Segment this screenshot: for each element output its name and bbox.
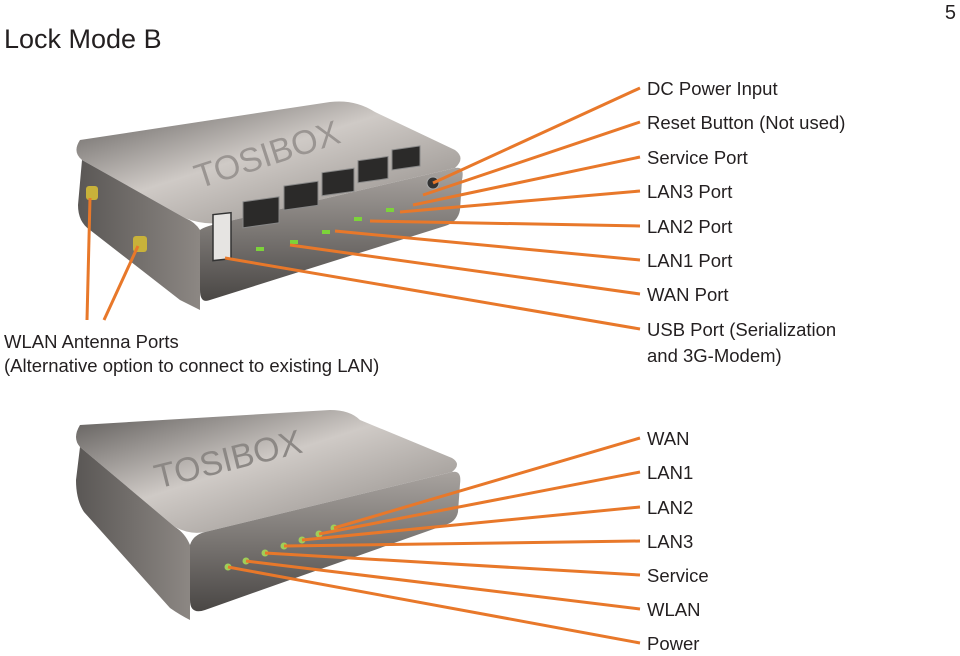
label-led-lan3: LAN3: [647, 531, 694, 552]
label-lan1-port: LAN1 Port: [647, 250, 733, 271]
label-service-port: Service Port: [647, 147, 748, 168]
wlan-antenna-label: WLAN Antenna Ports (Alternative option t…: [4, 330, 379, 378]
page-title: Lock Mode B: [4, 24, 162, 54]
front-device-left-side: [76, 447, 190, 620]
label-wan-port: WAN Port: [647, 284, 729, 305]
label-reset-button: Reset Button (Not used): [647, 112, 846, 133]
label-led-wlan: WLAN: [647, 599, 701, 620]
label-led-lan2: LAN2: [647, 497, 694, 518]
front-device-top: [76, 410, 457, 533]
rear-leader-lines: [85, 86, 641, 331]
front-device-front-face: [190, 471, 461, 612]
label-usb-port-line2: and 3G-Modem): [647, 345, 782, 366]
label-led-service: Service: [647, 565, 709, 586]
label-led-wan: WAN: [647, 428, 690, 449]
rear-device-front-face: [200, 167, 463, 301]
label-lan2-port: LAN2 Port: [647, 216, 733, 237]
ethernet-ports: [242, 145, 421, 229]
label-lan3-port: LAN3 Port: [647, 181, 733, 202]
rear-device-top: [76, 101, 461, 224]
wlan-label-line2: (Alternative option to connect to existi…: [4, 355, 380, 376]
front-leader-lines: [227, 436, 641, 645]
rear-device: TOSIBOX: [76, 101, 463, 310]
page-number: 5: [944, 2, 956, 24]
antenna-connector-1: [86, 186, 98, 200]
label-dc-power-input: DC Power Input: [647, 78, 778, 99]
label-led-lan1: LAN1: [647, 462, 694, 483]
port-leds: [256, 208, 394, 251]
front-device: TOSIBOX: [76, 410, 461, 620]
wlan-label-line1: WLAN Antenna Ports: [4, 331, 179, 352]
label-usb-port: USB Port (Serialization: [647, 319, 837, 340]
label-led-power: Power: [647, 633, 700, 654]
rear-device-left-side: [78, 160, 200, 310]
usb-port-graphic: [212, 211, 232, 262]
